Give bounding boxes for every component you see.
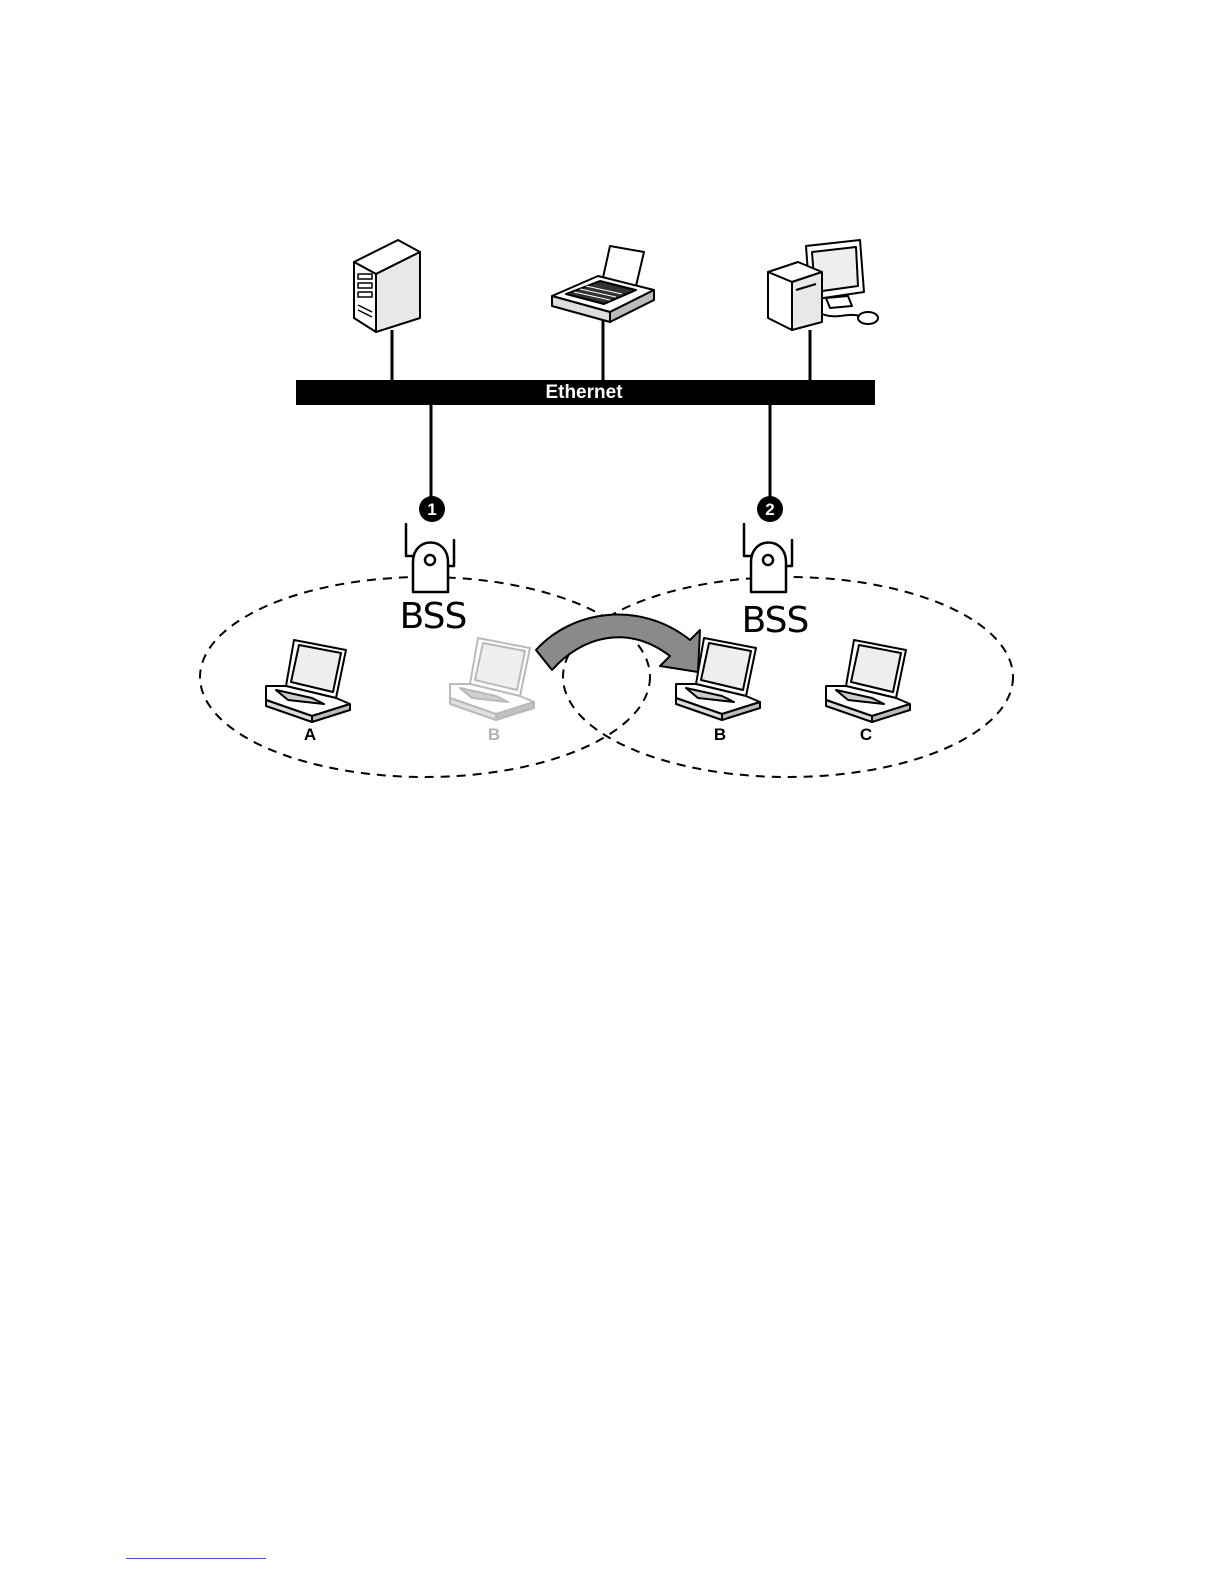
footer-rule (126, 1558, 266, 1559)
laptop-icon-c (826, 640, 910, 722)
laptop-icon-b-previous (450, 638, 534, 720)
laptop-icon-a (266, 640, 350, 722)
access-point-icon-1: 1 BSS (400, 496, 467, 637)
access-point-icon-2: 2 BSS (742, 496, 809, 641)
station-label-c: C (860, 725, 872, 744)
station-label-a: A (304, 725, 316, 744)
roaming-arrow-icon (536, 615, 700, 672)
bss-label-1: BSS (400, 596, 467, 637)
server-icon (354, 240, 420, 332)
access-point-number-1: 1 (427, 500, 436, 519)
device-connections (392, 320, 810, 497)
printer-icon (552, 246, 654, 322)
access-point-number-2: 2 (765, 500, 774, 519)
desktop-computer-icon (768, 240, 878, 330)
station-label-b: B (714, 725, 726, 744)
bss-label-2: BSS (742, 600, 809, 641)
ethernet-bus: Ethernet (296, 380, 875, 405)
ethernet-label: Ethernet (545, 382, 623, 403)
station-label-b-previous: B (488, 725, 500, 744)
